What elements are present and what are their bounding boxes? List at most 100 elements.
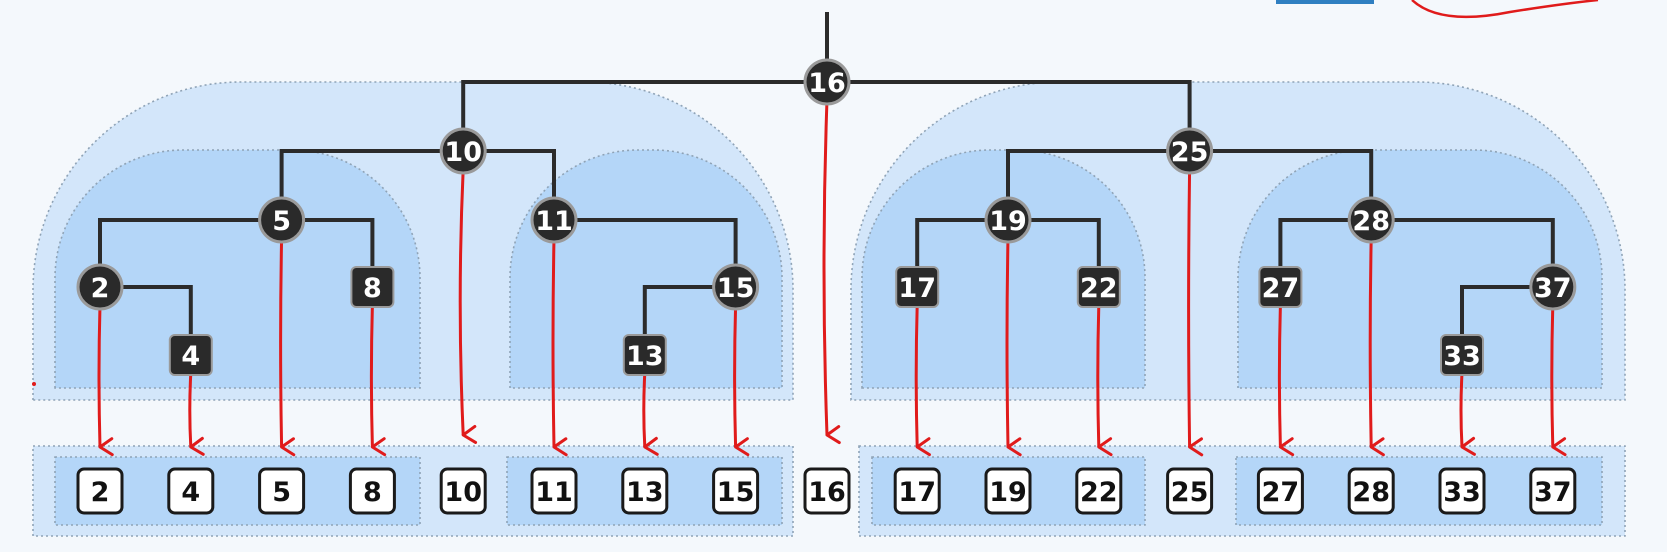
corner-decoration — [32, 0, 1599, 386]
array-cell-label: 22 — [1080, 477, 1118, 508]
tree-node-10: 10 — [439, 127, 487, 175]
tree-node-label: 11 — [535, 206, 573, 237]
tree-node-label: 15 — [717, 273, 755, 304]
array-cell-label: 13 — [626, 477, 664, 508]
array-cell-8: 8 — [348, 467, 396, 515]
tree-node-label: 8 — [363, 273, 382, 304]
subtree-regions — [32, 81, 1626, 401]
array-cell-28: 28 — [1347, 467, 1395, 515]
arrow-33 — [1459, 372, 1476, 456]
arrow-4 — [188, 372, 205, 456]
edge-19-17 — [915, 218, 1008, 287]
edge-19-22 — [1008, 218, 1101, 287]
array-cell-label: 11 — [535, 477, 573, 508]
edge-28-27 — [1278, 218, 1372, 287]
tree-node-37: 37 — [1529, 263, 1577, 311]
edge-2-4 — [100, 285, 193, 355]
tree-node-16: 16 — [803, 58, 851, 106]
array-cell-label: 15 — [717, 477, 755, 508]
tree-node-label: 4 — [181, 341, 200, 372]
tree-node-11: 11 — [530, 196, 578, 244]
array-cell-16: 16 — [803, 467, 851, 515]
array-cell-label: 25 — [1171, 477, 1209, 508]
array-cell-2: 2 — [76, 467, 124, 515]
region-subtree-11 — [509, 149, 783, 389]
arrow-13 — [642, 372, 659, 456]
arrow-16 — [822, 99, 841, 445]
tree-node-17: 17 — [895, 266, 940, 308]
array-cell-label: 17 — [898, 477, 936, 508]
edge-37-33 — [1460, 285, 1553, 355]
tree-node-label: 10 — [444, 137, 482, 168]
array-cell-27: 27 — [1256, 467, 1304, 515]
array-cell-label: 4 — [181, 477, 200, 508]
tree-node-27: 27 — [1258, 266, 1303, 308]
array-cell-15: 15 — [712, 467, 760, 515]
tree-node-19: 19 — [984, 196, 1032, 244]
arrow-10 — [458, 168, 478, 444]
arrow-11 — [551, 237, 568, 457]
array-cell-33: 33 — [1438, 467, 1486, 515]
tree-node-label: 19 — [989, 206, 1027, 237]
array-cell-label: 10 — [444, 477, 482, 508]
array-cell-11: 11 — [530, 467, 578, 515]
arrow-19 — [1005, 237, 1022, 457]
arrow-25 — [1187, 168, 1204, 457]
arrow-17 — [914, 304, 931, 457]
annotation-stroke — [1411, 0, 1599, 19]
region-subtree-5 — [54, 149, 421, 389]
array-cell-label: 8 — [363, 477, 382, 508]
tree-node-label: 5 — [272, 206, 291, 237]
tree-node-33: 33 — [1440, 334, 1484, 376]
array-cell-25: 25 — [1166, 467, 1214, 515]
tree-node-label: 33 — [1443, 341, 1481, 372]
arrow-2 — [97, 304, 114, 457]
region-subtree-19 — [861, 149, 1146, 389]
tree-node-label: 17 — [898, 273, 936, 304]
edge-5-8 — [281, 218, 375, 287]
array-cell-label: 2 — [91, 477, 110, 508]
sorted-array: 2 4 5 8 10 11 13 15 16 17 19 22 25 27 28 33 37 — [76, 467, 1577, 515]
tree-node-label: 16 — [808, 68, 846, 99]
tree-node-13: 13 — [622, 334, 667, 376]
arrow-22 — [1096, 304, 1113, 457]
tree-node-label: 27 — [1262, 273, 1300, 304]
tree-node-25: 25 — [1166, 127, 1214, 175]
array-cell-17: 17 — [893, 467, 941, 515]
tree-node-label: 2 — [91, 273, 110, 304]
array-cell-label: 19 — [989, 477, 1027, 508]
tree-node-28: 28 — [1347, 196, 1395, 244]
arrow-8 — [369, 304, 387, 457]
region-subtree-28 — [1237, 149, 1603, 389]
arrow-37 — [1550, 304, 1567, 457]
array-cell-5: 5 — [258, 467, 306, 515]
arrow-27 — [1277, 304, 1295, 457]
tree-node-label: 13 — [626, 341, 664, 372]
tree-node-5: 5 — [258, 196, 306, 244]
array-cell-label: 37 — [1534, 477, 1572, 508]
cropped-button[interactable] — [1276, 0, 1374, 4]
array-cell-22: 22 — [1075, 467, 1123, 515]
tree-node-15: 15 — [712, 263, 760, 311]
tree-node-label: 25 — [1171, 137, 1209, 168]
tree-node-label: 28 — [1352, 206, 1390, 237]
array-cell-label: 16 — [808, 477, 846, 508]
tree-node-label: 22 — [1080, 273, 1118, 304]
array-cell-13: 13 — [621, 467, 669, 515]
arrow-15 — [733, 304, 750, 457]
tree-nodes: 16 10 25 5 11 19 28 2 15 37 8 4 13 17 22 27 33 — [76, 58, 1577, 376]
arrow-28 — [1368, 237, 1385, 457]
array-cell-label: 28 — [1352, 477, 1390, 508]
tree-node-4: 4 — [168, 334, 213, 376]
mapping-arrows — [97, 99, 1567, 457]
stray-mark — [32, 382, 36, 386]
array-cell-10: 10 — [439, 467, 487, 515]
tree-node-2: 2 — [76, 263, 124, 311]
array-cell-label: 27 — [1262, 477, 1300, 508]
array-cell-4: 4 — [167, 467, 215, 515]
array-cell-label: 33 — [1443, 477, 1481, 508]
tree-node-22: 22 — [1076, 266, 1121, 308]
array-cell-label: 5 — [272, 477, 291, 508]
tree-node-label: 37 — [1534, 273, 1572, 304]
